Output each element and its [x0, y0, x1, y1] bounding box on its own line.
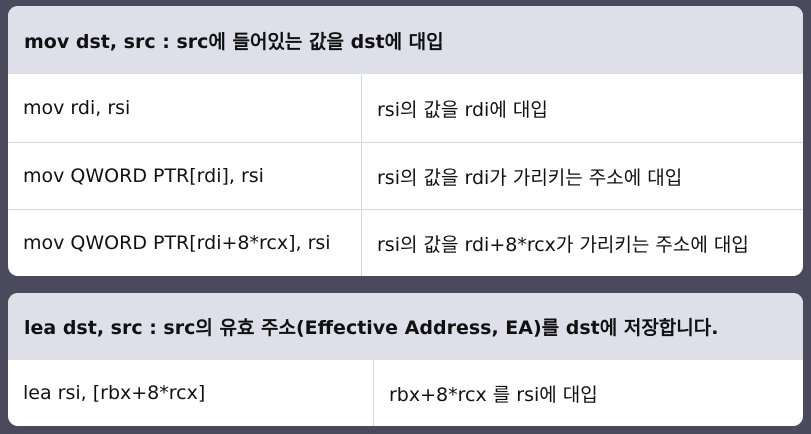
mov-table-header: mov dst, src : src에 들어있는 값을 dst에 대입 [8, 6, 803, 74]
mov-instruction-table: mov dst, src : src에 들어있는 값을 dst에 대입 mov … [8, 6, 803, 276]
description-cell: rsi의 값을 rdi에 대입 [377, 98, 548, 121]
code-cell: lea rsi, [rbx+8*rcx] [8, 360, 374, 426]
description-cell: rsi의 값을 rdi가 가리키는 주소에 대입 [377, 166, 683, 189]
table-row: mov QWORD PTR[rdi], rsi rsi의 값을 rdi가 가리키… [8, 142, 803, 209]
description-cell: rsi의 값을 rdi+8*rcx가 가리키는 주소에 대입 [377, 233, 749, 256]
code-cell: mov QWORD PTR[rdi+8*rcx], rsi [8, 210, 362, 276]
lea-instruction-table: lea dst, src : src의 유효 주소(Effective Addr… [8, 293, 803, 426]
table-row: lea rsi, [rbx+8*rcx] rbx+8*rcx 를 rsi에 대입 [8, 360, 803, 426]
table-row: mov rdi, rsi rsi의 값을 rdi에 대입 [8, 74, 803, 142]
lea-table-header: lea dst, src : src의 유효 주소(Effective Addr… [8, 293, 803, 360]
code-cell: mov rdi, rsi [8, 74, 362, 142]
description-cell: rbx+8*rcx 를 rsi에 대입 [389, 383, 598, 406]
code-cell: mov QWORD PTR[rdi], rsi [8, 143, 362, 209]
table-row: mov QWORD PTR[rdi+8*rcx], rsi rsi의 값을 rd… [8, 209, 803, 276]
